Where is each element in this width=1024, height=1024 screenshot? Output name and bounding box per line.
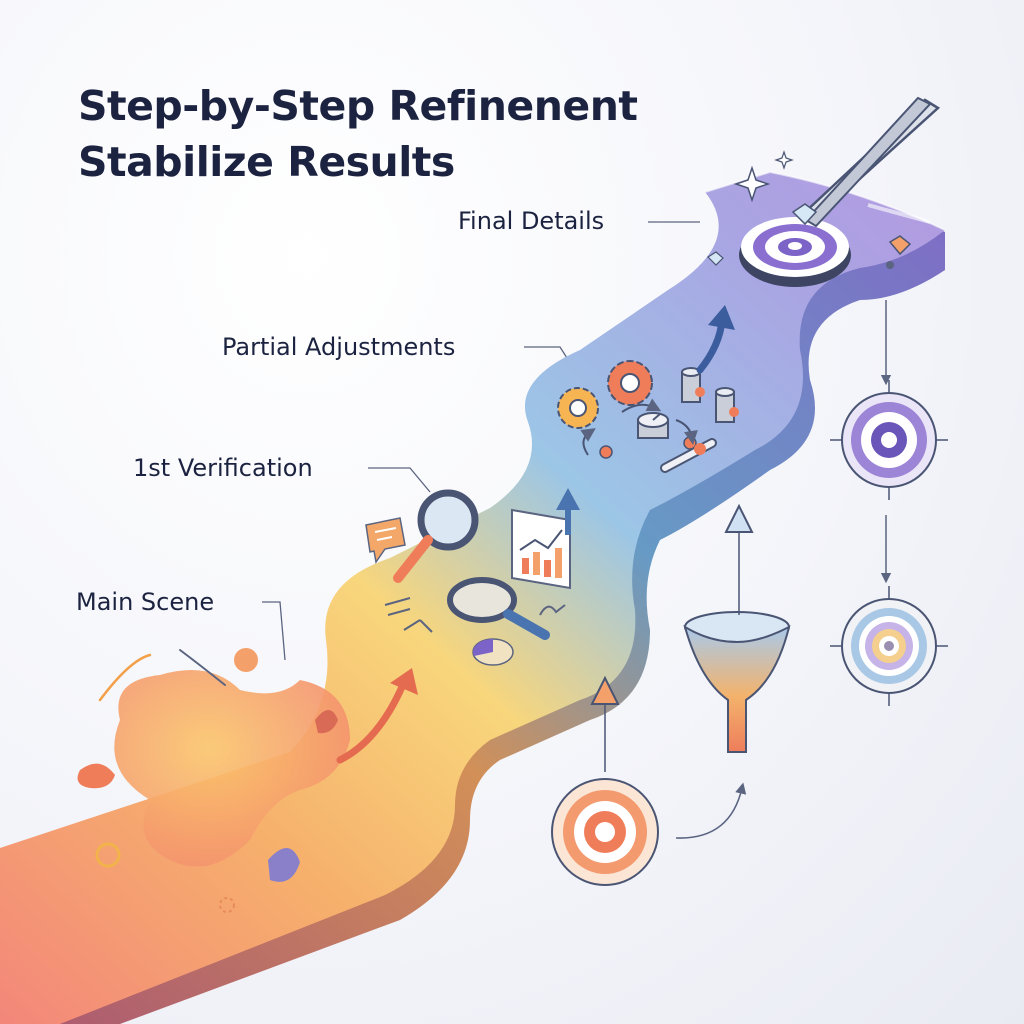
stage-label-final-details: Final Details: [458, 207, 605, 235]
tweezers-icon: [800, 96, 941, 228]
rotate-arrow-icon: [621, 398, 662, 413]
rotate-arrow-icon: [675, 419, 698, 445]
rotate-arrow-icon: [580, 428, 596, 456]
knob-icon: [599, 445, 613, 459]
sparkle-icon: [774, 150, 794, 170]
curved-arrow-icon: [336, 676, 409, 764]
gear-icon: [607, 360, 653, 406]
stage-label-partial-adjustments: Partial Adjustments: [222, 333, 456, 361]
cylinder-icon: [715, 387, 739, 423]
motion-stroke: [98, 653, 152, 702]
dot-icon: [234, 648, 258, 672]
drop-icon: [77, 763, 115, 789]
verification-group: [365, 488, 580, 666]
ring-icon: [219, 897, 235, 913]
gear-icon: [557, 387, 599, 429]
crosshair-target-icon: [830, 380, 948, 500]
diamond-icon: [791, 203, 818, 226]
title-line-2: Stabilize Results: [78, 138, 455, 186]
bar-chart-icon: [511, 508, 571, 590]
paint-blob-icon: [114, 670, 351, 867]
squiggle-icon: [539, 604, 566, 616]
diamond-icon: [707, 251, 724, 266]
curved-arrow-icon: [675, 782, 747, 839]
slider-icon: [660, 438, 717, 473]
stabilization-group: [551, 300, 948, 886]
sparkle-icon: [733, 165, 771, 203]
up-arrow-icon: [556, 488, 580, 535]
checklist-icon: [384, 597, 433, 633]
adjustments-group: [557, 305, 739, 473]
up-arrow-icon: [590, 675, 620, 772]
diamond-icon: [888, 235, 912, 256]
page-title: Step-by-Step Refinenent Stabilize Result…: [78, 78, 638, 190]
up-arrow-icon: [724, 503, 754, 615]
ring-icon: [95, 842, 121, 868]
title-line-1: Step-by-Step Refinenent: [78, 82, 638, 130]
curved-arrow-icon: [696, 305, 735, 374]
speech-bubble-icon: [365, 517, 406, 564]
main-scene-group: [77, 648, 418, 913]
drop-icon: [268, 847, 300, 882]
final-details-group: [707, 96, 941, 287]
funnel-icon: [683, 611, 791, 753]
stage-label-1st-verification: 1st Verification: [133, 454, 313, 482]
leader-lines: [262, 221, 700, 661]
drop-icon: [315, 710, 338, 734]
magnifier-icon: [393, 489, 479, 583]
dial-knob-icon: [637, 412, 669, 439]
pie-chart-icon: [472, 638, 514, 666]
dot-icon: [886, 261, 894, 269]
motion-stroke: [179, 649, 226, 686]
crosshair-target-icon: [830, 586, 948, 706]
stage-label-main-scene: Main Scene: [76, 588, 215, 616]
bullseye-target-icon: [551, 778, 659, 886]
magnifier-icon: [447, 577, 550, 640]
